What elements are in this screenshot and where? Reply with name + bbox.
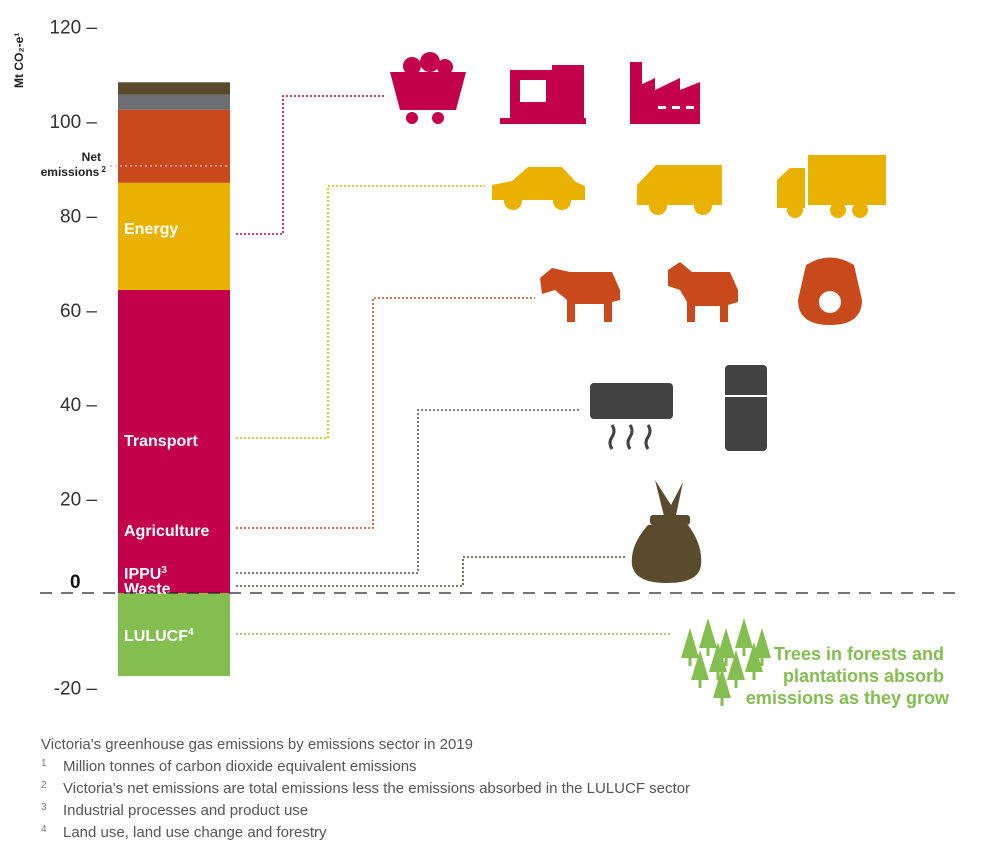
segment-label: Transport (124, 433, 198, 450)
y-tick-label: 120 – (49, 18, 97, 39)
car-icon (492, 167, 585, 210)
fertiliser-bag-icon (798, 257, 862, 325)
connector-transport (236, 185, 485, 439)
footnote-number: 4 (41, 824, 47, 835)
lulucf-annotation: Trees in forests and plantations absorb … (746, 644, 950, 708)
footnote-text: Victoria's net emissions are total emiss… (63, 780, 690, 797)
connector-ippu (236, 409, 580, 574)
footnote-number: 1 (41, 758, 47, 769)
y-axis-label: Mt CO₂-e¹ (12, 33, 26, 88)
y-tick-label: 100 – (49, 112, 97, 133)
factory-icon (630, 62, 700, 124)
trees-icon (681, 618, 771, 706)
segment-label: Waste (124, 581, 171, 598)
bar-segment-transport (118, 182, 230, 290)
refrigerator-icon (725, 365, 767, 451)
footnote-text: Industrial processes and product use (63, 802, 308, 819)
bar-segment-agriculture (118, 109, 230, 183)
bar-segment-energy (118, 289, 230, 593)
footnote-number: 2 (41, 780, 47, 791)
footnote-text: Land use, land use change and forestry (63, 824, 327, 841)
connector-agriculture (236, 297, 535, 529)
bar-segment-lulucf (118, 593, 230, 677)
waste-bag-icon (631, 480, 702, 583)
coal-cart-icon (390, 52, 466, 124)
net-emissions-label: Net (82, 150, 101, 164)
y-tick-label: 40 – (60, 395, 97, 416)
segment-label: Energy (124, 221, 178, 238)
power-station-icon (500, 65, 586, 124)
connector-energy (236, 95, 385, 235)
bar-segment-ippu (118, 94, 230, 110)
van-icon (637, 165, 722, 215)
cow-icon (540, 268, 620, 322)
segment-label: LULUCF4 (124, 627, 194, 645)
air-conditioner-icon (590, 383, 673, 450)
y-tick-label: 80 – (60, 206, 97, 227)
bar-segment-waste (118, 82, 230, 95)
y-tick-label: 60 – (60, 301, 97, 322)
y-tick-label: -20 – (54, 678, 98, 699)
segment-label: Agriculture (124, 523, 209, 540)
footnote-number: 3 (41, 802, 47, 813)
net-emissions-label: emissions 2 (41, 165, 107, 179)
chart-caption: Victoria's greenhouse gas emissions by e… (41, 736, 473, 753)
connector-waste (236, 556, 625, 587)
y-tick-label: 0 (70, 572, 81, 593)
footnote-text: Million tonnes of carbon dioxide equival… (63, 758, 417, 775)
truck-icon (777, 155, 886, 218)
y-tick-label: 20 – (60, 490, 97, 511)
sheep-icon (668, 262, 738, 322)
segment-label: IPPU3 (124, 565, 167, 583)
